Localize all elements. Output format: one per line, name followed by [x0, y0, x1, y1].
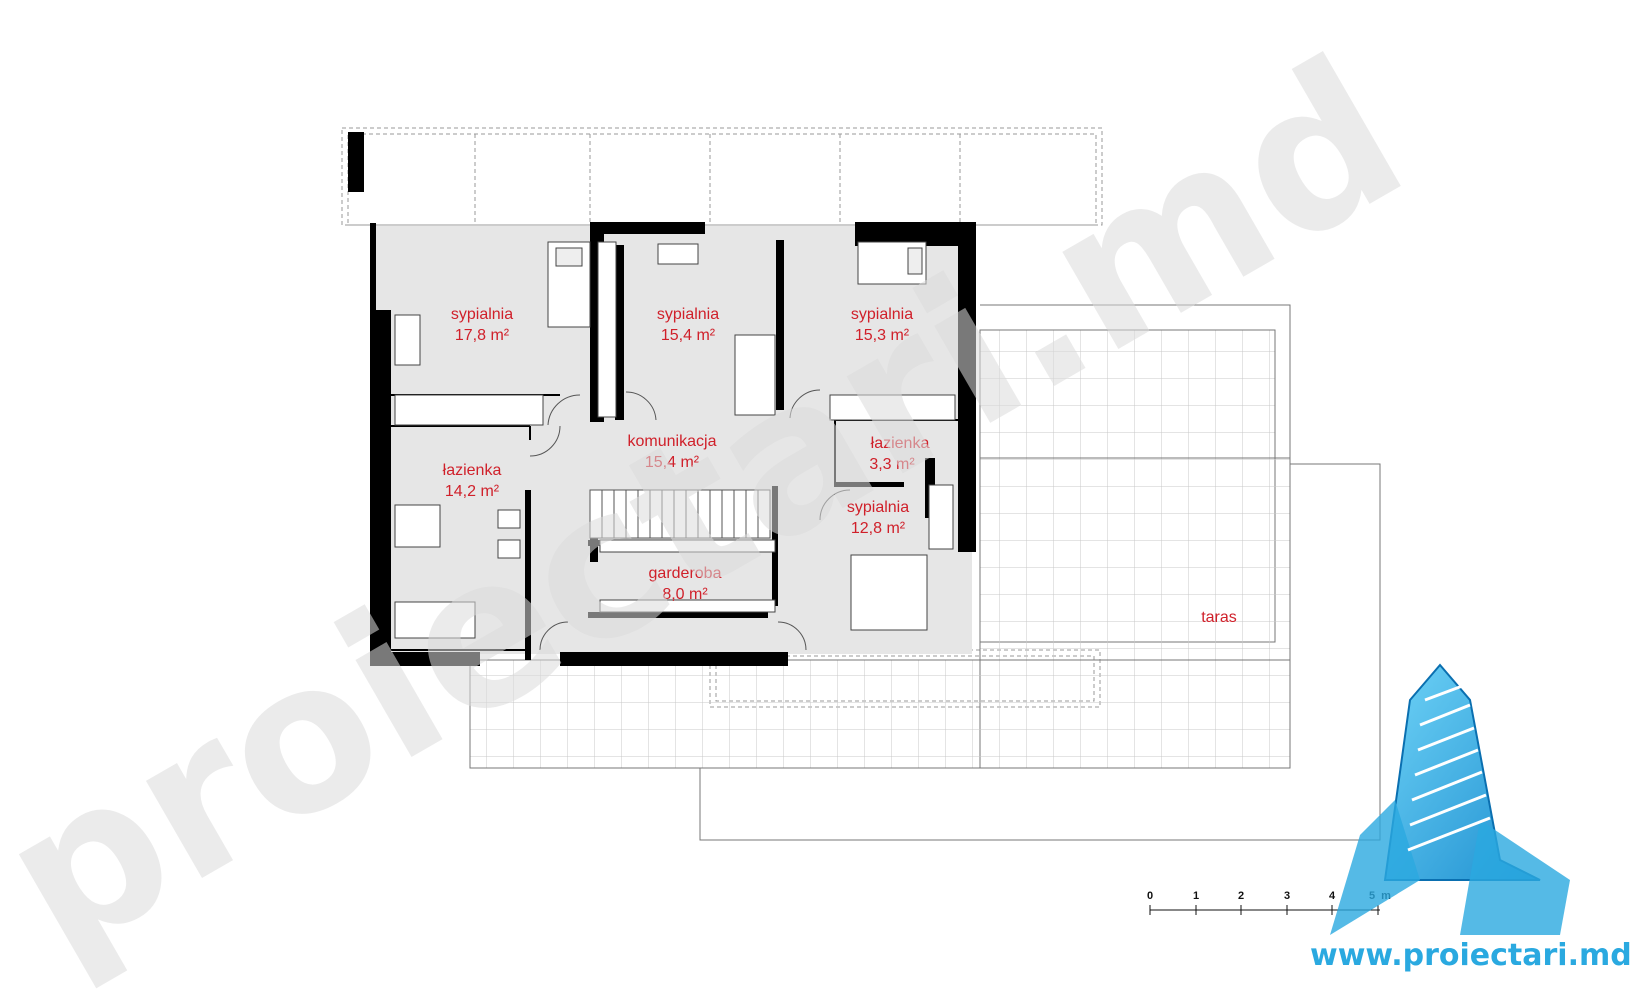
room-area-corridor: 15,4 m² [645, 454, 700, 471]
room-name-bathroom-1: łazienka [443, 462, 502, 479]
room-labels: sypialnia 17,8 m² sypialnia 15,4 m² sypi… [443, 306, 1237, 626]
room-area-wardrobe: 8,0 m² [662, 586, 708, 603]
room-name-bedroom-4: sypialnia [847, 499, 909, 516]
staircase [589, 489, 771, 539]
room-area-bathroom-1: 14,2 m² [445, 483, 500, 500]
room-name-bedroom-2: sypialnia [657, 306, 719, 323]
room-area-bedroom-3: 15,3 m² [855, 327, 910, 344]
room-name-bathroom-2: łazienka [871, 435, 930, 452]
scale-tick-1: 1 [1193, 890, 1199, 902]
furniture [394, 241, 956, 639]
room-name-bedroom-1: sypialnia [451, 306, 513, 323]
scale-tick-0: 0 [1147, 890, 1153, 902]
room-area-bedroom-2: 15,4 m² [661, 327, 716, 344]
terrace-label: taras [1201, 609, 1237, 626]
room-area-bedroom-1: 17,8 m² [455, 327, 510, 344]
door-swings [529, 389, 851, 651]
room-area-bedroom-4: 12,8 m² [851, 520, 906, 537]
logo-url: www.proiectari.md [1310, 938, 1632, 973]
room-area-bathroom-2: 3,3 m² [869, 456, 915, 473]
terrace [469, 304, 1381, 841]
room-name-bedroom-3: sypialnia [851, 306, 913, 323]
room-name-corridor: komunikacja [628, 433, 717, 450]
logo: www.proiectari.md [1310, 663, 1632, 973]
scale-tick-2: 2 [1238, 890, 1244, 902]
scale-tick-3: 3 [1284, 890, 1290, 902]
scale-tick-4: 4 [1329, 890, 1336, 902]
room-name-wardrobe: garderoba [649, 565, 722, 582]
